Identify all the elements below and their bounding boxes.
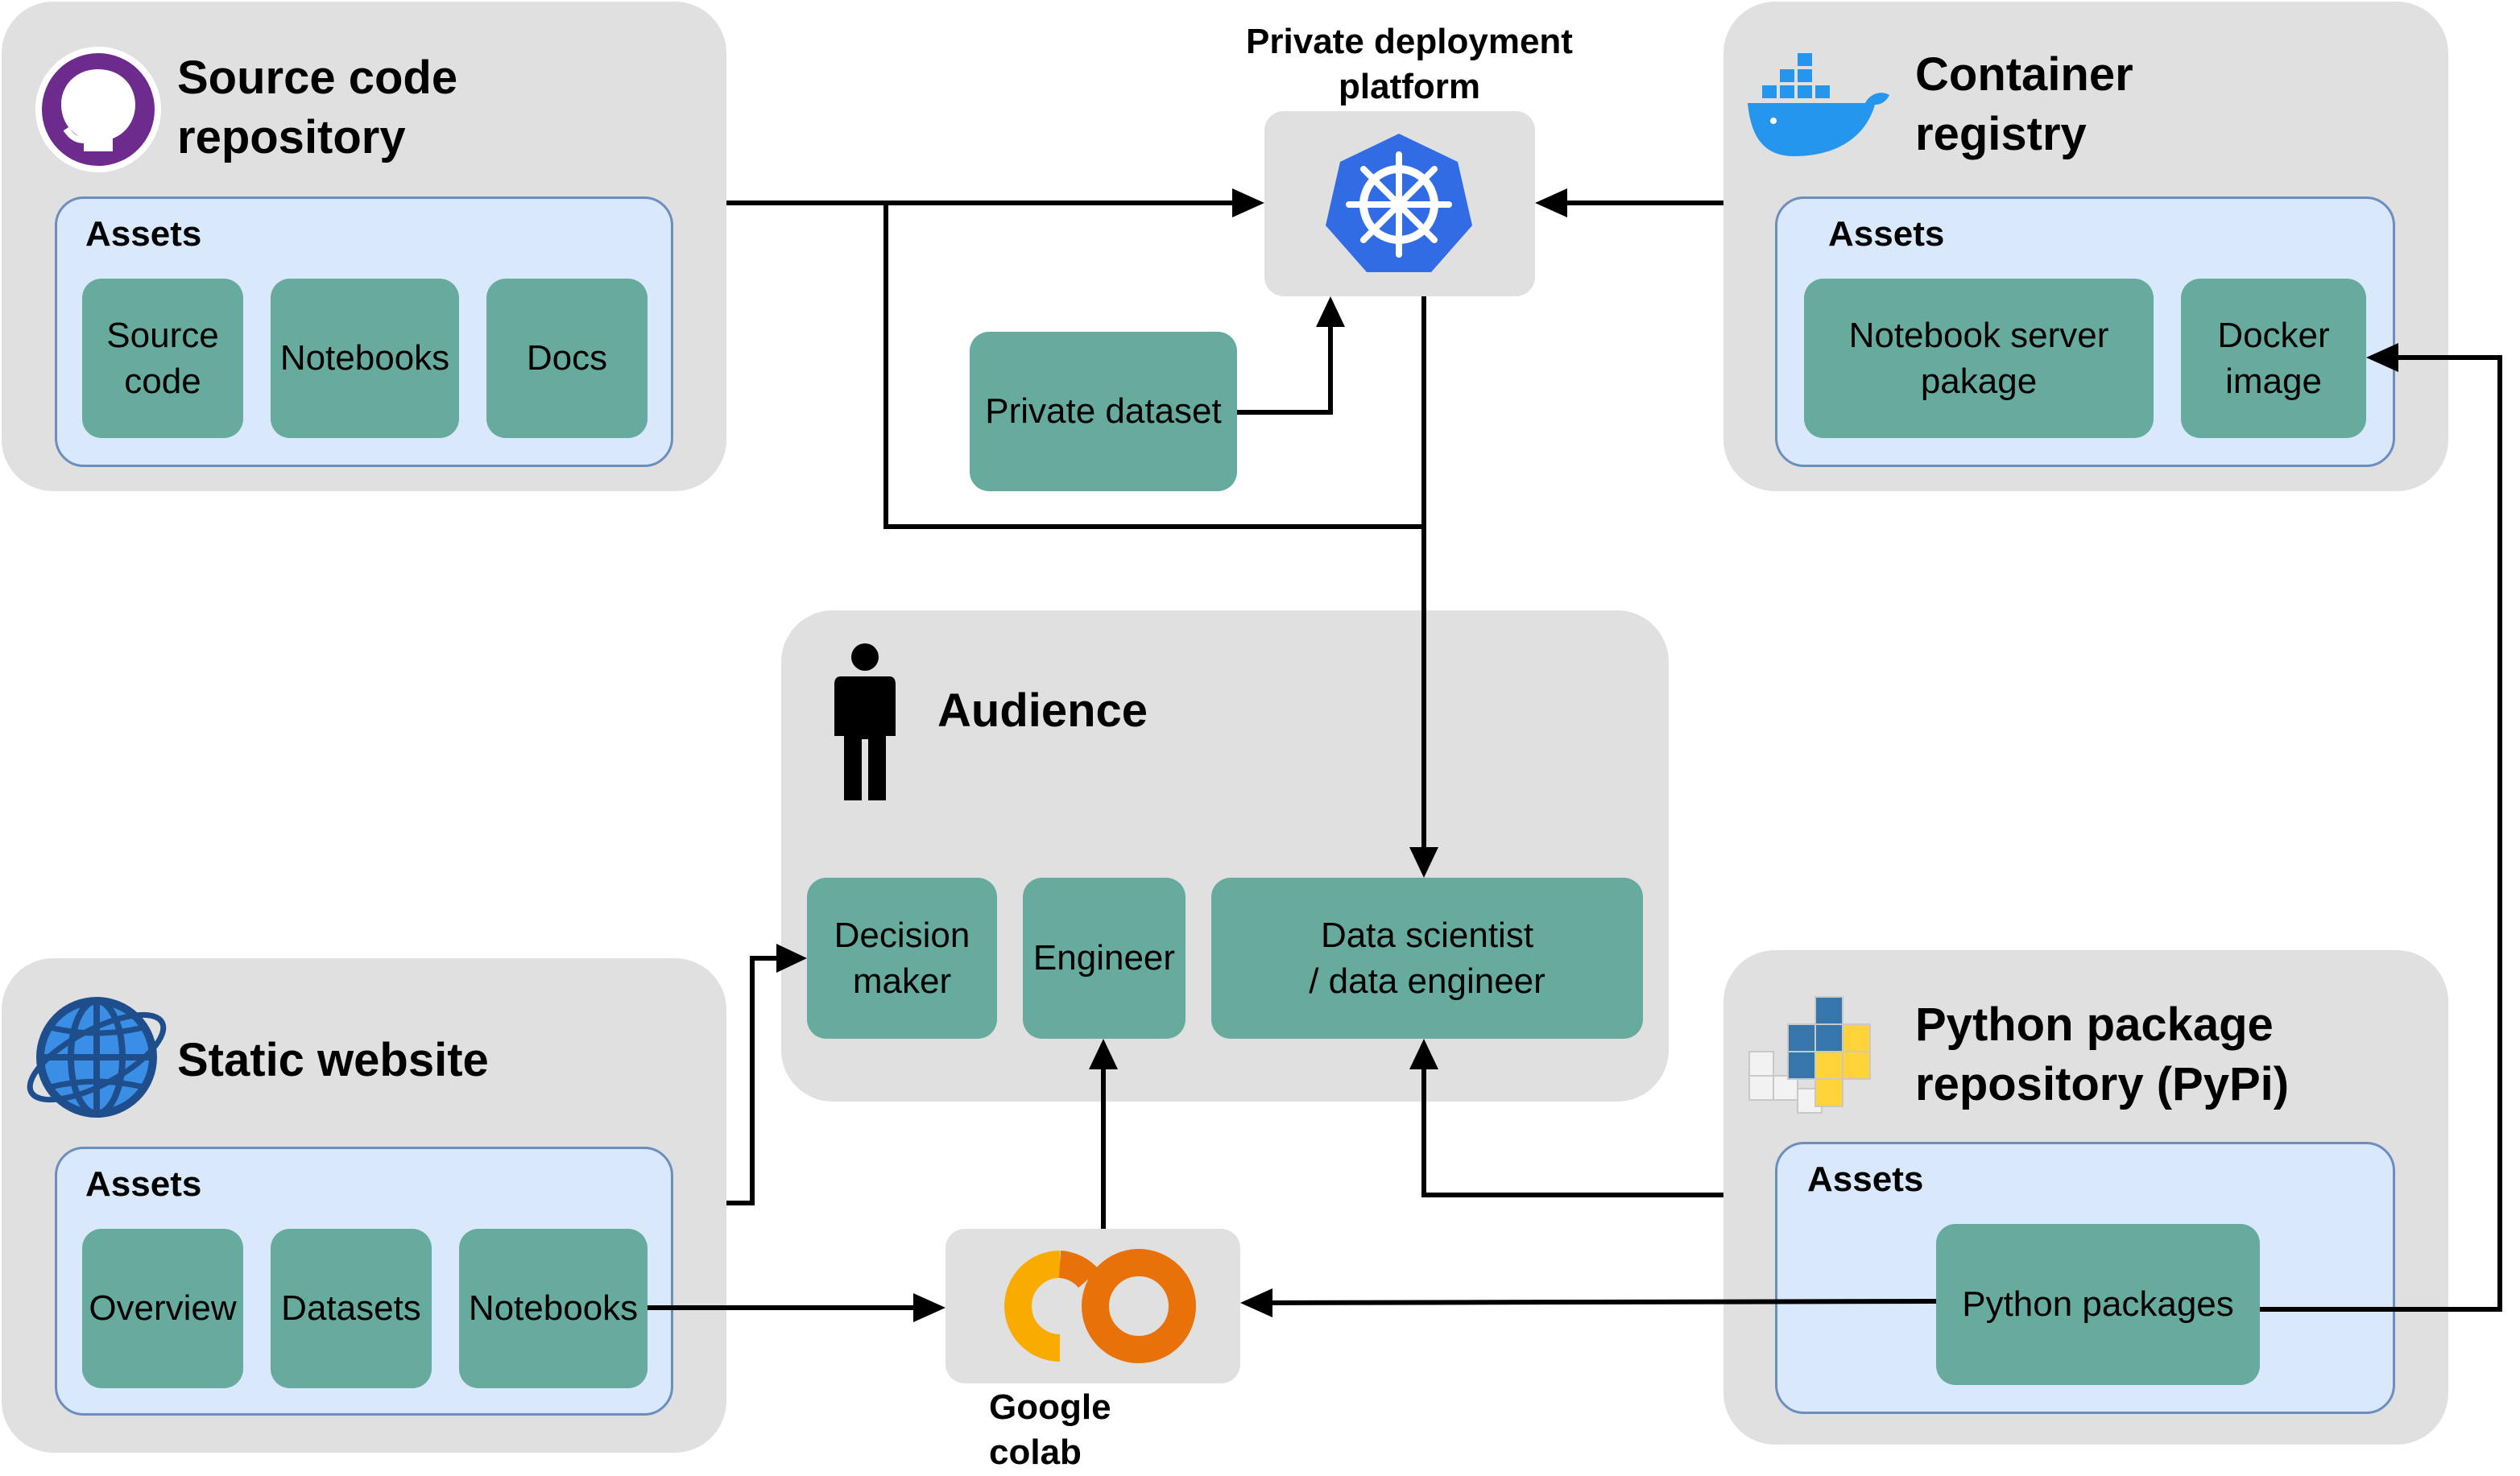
asset-notebooks[interactable]: Notebooks xyxy=(271,279,459,438)
arrowhead-decision-maker xyxy=(776,944,807,973)
source-repo-title: Source code repository xyxy=(177,52,458,164)
colab-title: Google colab xyxy=(989,1387,1111,1473)
deploy-platform-title: Private deployment platform xyxy=(1246,22,1573,107)
private-dataset[interactable]: Private dataset xyxy=(970,332,1237,491)
arrowhead-colab-left xyxy=(913,1293,946,1322)
arrowhead-data-scientist-bottom xyxy=(1409,1039,1438,1069)
asset-site-notebooks[interactable]: Notebooks xyxy=(459,1229,648,1388)
asset-notebook-server-package[interactable]: Notebook server pakage xyxy=(1804,279,2154,438)
static-site-assets-label: Assets xyxy=(85,1164,202,1204)
arrowhead-data-scientist-top xyxy=(1409,847,1438,878)
arrowhead-docker-image xyxy=(2366,343,2398,372)
audience-title: Audience xyxy=(937,684,1148,737)
arrowhead-colab-right xyxy=(1240,1288,1272,1317)
audience-decision-maker[interactable]: Decision maker xyxy=(807,878,997,1039)
edge-source-loop xyxy=(883,203,1424,529)
docker-icon xyxy=(1748,53,1889,156)
arrowhead-deploy-left xyxy=(1232,188,1264,217)
python-icon xyxy=(1748,996,1871,1114)
arrowhead-engineer xyxy=(1089,1039,1118,1069)
container-registry-title: Container registry xyxy=(1915,48,2133,161)
edge-packages-to-docker xyxy=(2260,355,2502,1312)
static-site-title: Static website xyxy=(177,1034,489,1086)
edge-site-to-decision-maker xyxy=(726,956,802,1205)
pypi-title: Python package repository (PyPi) xyxy=(1915,998,2290,1111)
pypi-assets-label: Assets xyxy=(1807,1160,1924,1199)
audience-engineer[interactable]: Engineer xyxy=(1023,878,1186,1039)
asset-docker-image[interactable]: Docker image xyxy=(2181,279,2366,438)
asset-datasets[interactable]: Datasets xyxy=(271,1229,432,1388)
person-icon xyxy=(834,643,896,800)
edge-pypi-to-data-scientist xyxy=(1421,1044,1723,1197)
asset-overview[interactable]: Overview xyxy=(82,1229,243,1388)
container-registry-assets-label: Assets xyxy=(1828,214,1945,254)
edge-dataset-to-deploy xyxy=(1237,301,1333,415)
asset-python-packages[interactable]: Python packages xyxy=(1936,1224,2260,1385)
github-icon xyxy=(35,47,161,172)
source-repo-assets-label: Assets xyxy=(85,214,202,254)
colab-icon xyxy=(1004,1249,1196,1363)
asset-docs[interactable]: Docs xyxy=(486,279,648,438)
arrowhead-deploy-bottom xyxy=(1316,296,1345,327)
globe-icon xyxy=(27,997,167,1118)
asset-source-code[interactable]: Source code xyxy=(82,279,243,438)
arrowhead-deploy-right xyxy=(1535,188,1567,217)
audience-data-scientist[interactable]: Data scientist / data engineer xyxy=(1211,878,1643,1039)
kubernetes-icon xyxy=(1326,134,1472,272)
edge-packages-to-colab xyxy=(1244,1299,1937,1305)
